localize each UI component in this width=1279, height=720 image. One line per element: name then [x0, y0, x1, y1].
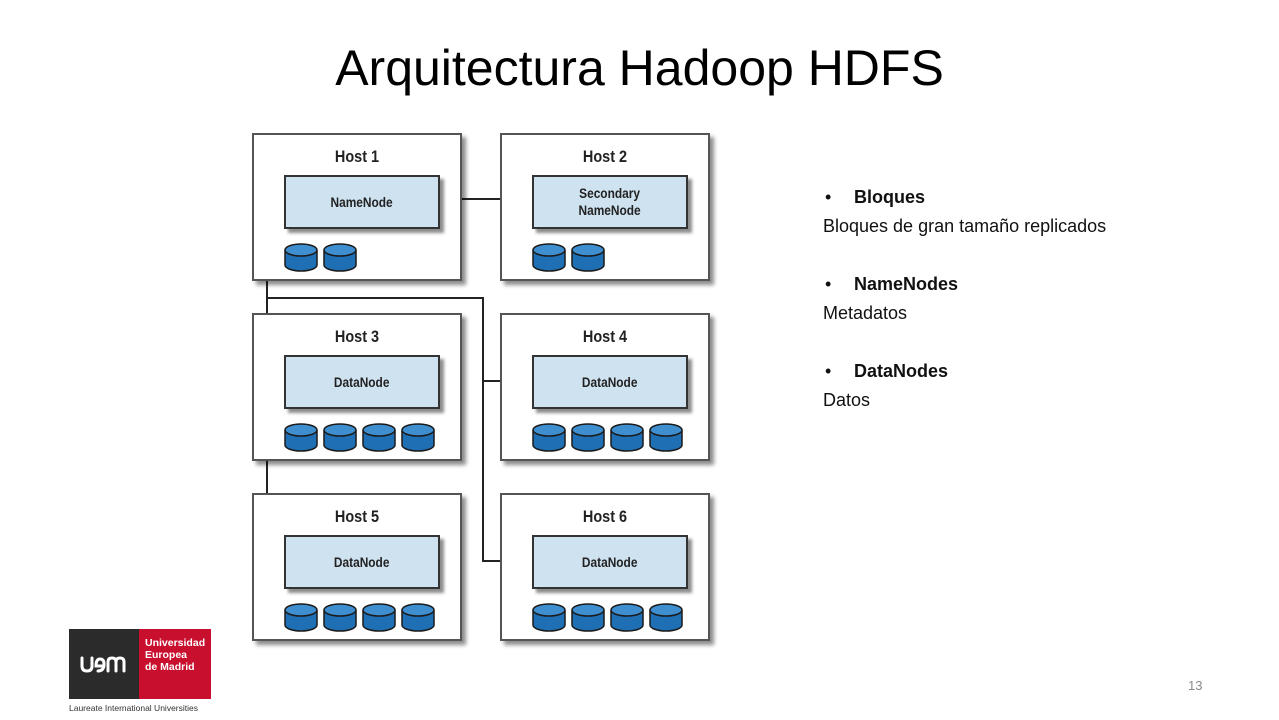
bullet-heading: NameNodes	[854, 274, 959, 294]
uem-mark-icon	[80, 656, 126, 673]
bullet-item: •Bloques	[825, 187, 926, 207]
disk-icon	[323, 423, 357, 452]
logo-line: Europea	[145, 649, 188, 661]
logo-line: de Madrid	[145, 661, 195, 673]
bullet-heading: Bloques	[854, 187, 926, 207]
uem-logo-mark	[69, 629, 139, 699]
host-label: Host 6	[582, 507, 628, 526]
disk-icon	[532, 423, 566, 452]
host-4: Host 4 DataNode	[500, 313, 710, 461]
disk-icon	[571, 423, 605, 452]
page-number: 13	[1188, 678, 1203, 693]
host-label: Host 4	[582, 327, 628, 346]
bullet-item: •DataNodes	[825, 361, 949, 381]
disk-icon	[610, 603, 644, 632]
bullet-list: •Bloques Bloques de gran tamaño replicad…	[823, 183, 1106, 444]
logo-caption: Laureate International Universities	[69, 703, 198, 713]
disk-icon	[401, 423, 435, 452]
disk-group	[284, 423, 435, 452]
disk-icon	[532, 243, 566, 272]
host-label: Host 1	[334, 147, 380, 166]
disk-icon	[362, 423, 396, 452]
host-label: Host 5	[334, 507, 380, 526]
university-logo: Universidad Europea de Madrid	[69, 629, 211, 699]
disk-icon	[284, 423, 318, 452]
host-label: Host 3	[334, 327, 380, 346]
host-5: Host 5 DataNode	[252, 493, 462, 641]
bullet-description: Bloques de gran tamaño replicados	[823, 216, 1107, 236]
disk-icon	[571, 603, 605, 632]
university-name: Universidad Europea de Madrid	[139, 629, 211, 699]
disk-group	[532, 243, 605, 272]
host-2: Host 2 Secondary NameNode	[500, 133, 710, 281]
disk-group	[532, 603, 683, 632]
host-6: Host 6 DataNode	[500, 493, 710, 641]
namenode-box: NameNode	[284, 175, 440, 229]
disk-group	[284, 243, 357, 272]
disk-icon	[571, 243, 605, 272]
disk-group	[532, 423, 683, 452]
disk-group	[284, 603, 435, 632]
datanode-box: DataNode	[284, 355, 440, 409]
secondary-namenode-box: Secondary NameNode	[532, 175, 688, 229]
bullet-heading: DataNodes	[854, 361, 949, 381]
disk-icon	[362, 603, 396, 632]
disk-icon	[532, 603, 566, 632]
host-1: Host 1 NameNode	[252, 133, 462, 281]
hdfs-architecture-diagram: Host 1 NameNode Host 2 Secondary NameNod…	[245, 125, 720, 655]
datanode-box: DataNode	[532, 535, 688, 589]
bullet-description: Metadatos	[823, 303, 908, 323]
disk-icon	[610, 423, 644, 452]
host-label: Host 2	[582, 147, 628, 166]
disk-icon	[649, 423, 683, 452]
datanode-box: DataNode	[532, 355, 688, 409]
slide-title: Arquitectura Hadoop HDFS	[335, 40, 944, 96]
disk-icon	[284, 243, 318, 272]
host-3: Host 3 DataNode	[252, 313, 462, 461]
logo-line: Universidad	[145, 637, 206, 649]
disk-icon	[401, 603, 435, 632]
bullet-description: Datos	[823, 390, 871, 410]
datanode-box: DataNode	[284, 535, 440, 589]
disk-icon	[649, 603, 683, 632]
disk-icon	[323, 243, 357, 272]
bullet-item: •NameNodes	[825, 274, 959, 294]
disk-icon	[323, 603, 357, 632]
disk-icon	[284, 603, 318, 632]
